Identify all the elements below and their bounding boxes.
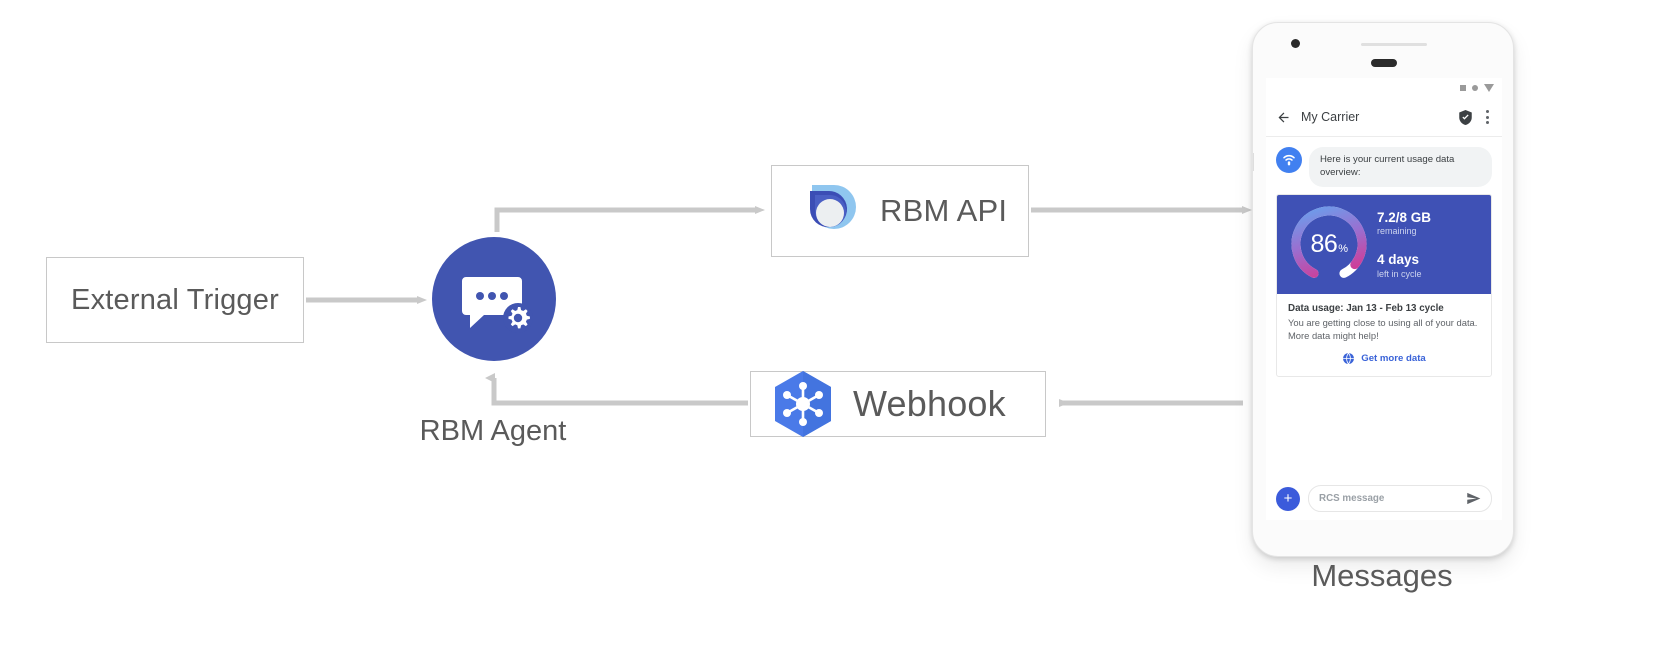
front-camera-icon xyxy=(1291,39,1300,48)
incoming-message-row: Here is your current usage data overview… xyxy=(1266,147,1502,187)
messages-label: Messages xyxy=(1311,558,1453,593)
data-remaining-value: 7.2/8 GB xyxy=(1377,209,1432,225)
data-remaining-label: remaining xyxy=(1377,226,1417,237)
rcs-signal-icon xyxy=(1276,147,1302,173)
usage-gauge: 86% xyxy=(1287,202,1371,286)
app-bar: My Carrier xyxy=(1266,98,1502,137)
gauge-percent-symbol: % xyxy=(1338,242,1348,255)
phone-mockup: My Carrier xyxy=(1252,22,1514,557)
plus-icon[interactable]: + xyxy=(1276,486,1300,511)
status-bar xyxy=(1266,78,1502,98)
conversation-area: Here is your current usage data overview… xyxy=(1266,137,1502,476)
triangle-down-icon xyxy=(1484,84,1494,92)
earpiece-speaker xyxy=(1371,59,1397,67)
rbm-agent-label: RBM Agent xyxy=(419,415,567,447)
node-rbm-api[interactable]: RBM API xyxy=(771,165,1029,257)
message-composer: + RCS message xyxy=(1266,476,1502,520)
phone-side-button xyxy=(1253,153,1254,171)
arrow-back-icon[interactable] xyxy=(1276,110,1291,125)
days-left-value: 4 days xyxy=(1377,252,1420,268)
gauge-percent: 86% xyxy=(1287,202,1371,286)
rbm-droplet-icon xyxy=(804,185,856,229)
rcs-message-placeholder: RCS message xyxy=(1319,493,1385,504)
card-hero-stats: 7.2/8 GB remaining 4 days left in cycle xyxy=(1371,210,1485,279)
proximity-sensor xyxy=(1361,43,1427,46)
rcs-message-input[interactable]: RCS message xyxy=(1308,485,1492,512)
cloud-function-hexagon-icon xyxy=(775,371,831,437)
card-hero: 86% 7.2/8 GB remaining 4 days left in cy… xyxy=(1277,194,1491,294)
globe-icon xyxy=(1343,352,1355,365)
node-rbm-agent[interactable] xyxy=(432,237,556,361)
chat-gear-icon xyxy=(462,277,533,333)
conversation-title: My Carrier xyxy=(1301,110,1360,124)
phone-screen: My Carrier xyxy=(1266,78,1502,520)
get-more-data-label: Get more data xyxy=(1361,352,1426,364)
node-webhook[interactable]: Webhook xyxy=(750,371,1046,437)
card-description: You are getting close to using all of yo… xyxy=(1288,316,1478,341)
external-trigger-label: External Trigger xyxy=(71,283,279,316)
card-title: Data usage: Jan 13 - Feb 13 cycle xyxy=(1288,302,1444,314)
rbm-api-label: RBM API xyxy=(880,193,1008,228)
square-icon xyxy=(1460,85,1466,91)
circle-icon xyxy=(1472,85,1478,91)
card-body: Data usage: Jan 13 - Feb 13 cycle You ar… xyxy=(1277,294,1491,376)
verified-shield-icon xyxy=(1459,109,1472,125)
get-more-data-button[interactable]: Get more data xyxy=(1288,343,1480,369)
node-external-trigger[interactable]: External Trigger xyxy=(46,257,304,343)
days-left-label: left in cycle xyxy=(1377,268,1422,279)
gauge-percent-value: 86 xyxy=(1310,229,1338,258)
message-bubble: Here is your current usage data overview… xyxy=(1309,147,1492,187)
webhook-label: Webhook xyxy=(853,383,1006,424)
more-vert-icon[interactable] xyxy=(1483,108,1492,126)
send-icon[interactable] xyxy=(1466,491,1481,506)
data-usage-card[interactable]: 86% 7.2/8 GB remaining 4 days left in cy… xyxy=(1276,193,1492,377)
